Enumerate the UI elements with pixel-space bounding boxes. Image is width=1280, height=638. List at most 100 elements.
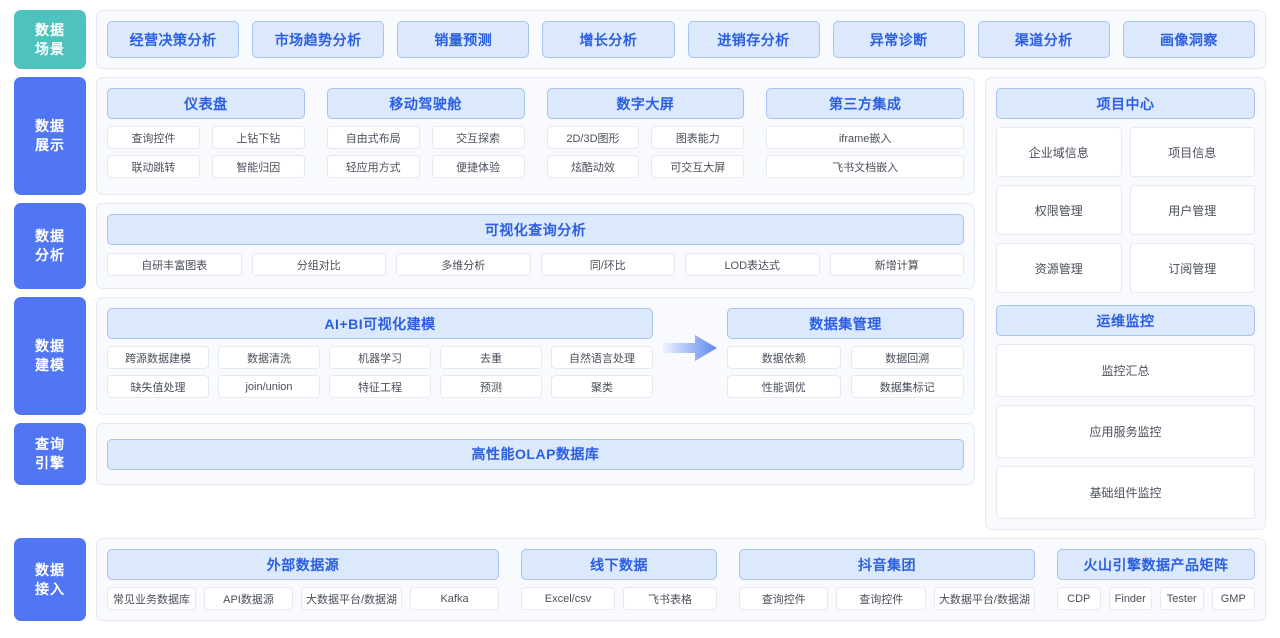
group-dashboard: 仪表盘 查询控件 上钻下钻 联动跳转 智能归因 <box>107 88 305 178</box>
feature-chip[interactable]: 炫酷动效 <box>546 155 640 178</box>
group-title-volcano-matrix[interactable]: 火山引擎数据产品矩阵 <box>1057 549 1255 580</box>
analysis-title[interactable]: 可视化查询分析 <box>107 214 964 245</box>
scenario-pill[interactable]: 销量预测 <box>397 21 530 58</box>
scenario-pill[interactable]: 画像洞察 <box>1122 21 1255 58</box>
source-chip[interactable]: Excel/csv <box>521 587 615 610</box>
group-volcano-matrix: 火山引擎数据产品矩阵 CDP Finder Tester GMP <box>1057 549 1255 610</box>
modeling-left-title[interactable]: AI+BI可视化建模 <box>107 308 653 339</box>
feature-chip[interactable]: 2D/3D图形 <box>546 126 640 149</box>
feature-chip[interactable]: 自然语言处理 <box>551 346 653 369</box>
group-title-external-source[interactable]: 外部数据源 <box>107 549 499 580</box>
feature-chip[interactable]: 数据集标记 <box>850 375 964 398</box>
feature-chip[interactable]: 分组对比 <box>251 253 386 276</box>
feature-chip[interactable]: 特征工程 <box>329 375 431 398</box>
scenario-pill-list: 经营决策分析 市场趋势分析 销量预测 增长分析 进销存分析 异常诊断 渠道分析 … <box>107 21 1255 58</box>
source-chip[interactable]: 查询控件 <box>836 587 926 610</box>
source-chip[interactable]: 大数据平台/数据湖 <box>933 587 1035 610</box>
engine-title[interactable]: 高性能OLAP数据库 <box>107 438 964 470</box>
group-title-dashboard[interactable]: 仪表盘 <box>107 88 305 119</box>
management-chip[interactable]: 监控汇总 <box>996 344 1255 397</box>
feature-chip[interactable]: 聚类 <box>551 375 653 398</box>
feature-chip[interactable]: join/union <box>218 375 320 398</box>
management-chip[interactable]: 项目信息 <box>1129 127 1255 177</box>
source-chip[interactable]: Tester <box>1160 587 1204 610</box>
group-items-dashboard: 查询控件 上钻下钻 联动跳转 智能归因 <box>107 126 305 178</box>
flow-arrow-cell <box>653 308 727 388</box>
modeling-right-title[interactable]: 数据集管理 <box>727 308 964 339</box>
source-chip[interactable]: API数据源 <box>203 587 293 610</box>
feature-chip[interactable]: 自研丰富图表 <box>107 253 242 276</box>
group-items-offline-data: Excel/csv 飞书表格 <box>521 587 717 610</box>
scenario-pill[interactable]: 异常诊断 <box>832 21 965 58</box>
panel-modeling: AI+BI可视化建模 跨源数据建模 数据清洗 机器学习 去重 自然语言处理 缺失… <box>96 297 975 415</box>
feature-chip[interactable]: 新增计算 <box>829 253 964 276</box>
panel-management: 项目中心 企业域信息 项目信息 权限管理 用户管理 资源管理 订阅管理 运维监控… <box>985 77 1266 530</box>
scenario-pill[interactable]: 市场趋势分析 <box>252 21 385 58</box>
stage-label-analysis-line1: 数据 <box>35 228 65 245</box>
stage-label-engine-line2: 引擎 <box>35 455 65 471</box>
feature-chip[interactable]: 缺失值处理 <box>107 375 209 398</box>
feature-chip[interactable]: 轻应用方式 <box>326 155 420 178</box>
feature-chip[interactable]: 数据清洗 <box>218 346 320 369</box>
group-title-offline-data[interactable]: 线下数据 <box>521 549 717 580</box>
management-chip[interactable]: 资源管理 <box>996 243 1122 293</box>
feature-chip[interactable]: 机器学习 <box>329 346 431 369</box>
source-chip[interactable]: GMP <box>1211 587 1255 610</box>
feature-chip[interactable]: 图表能力 <box>651 126 745 149</box>
stage-label-scenario-line1: 数据 <box>35 21 65 38</box>
project-center-title[interactable]: 项目中心 <box>996 88 1255 119</box>
management-chip[interactable]: 订阅管理 <box>1129 243 1255 293</box>
source-chip[interactable]: CDP <box>1057 587 1101 610</box>
feature-chip[interactable]: 多维分析 <box>396 253 531 276</box>
management-chip[interactable]: 应用服务监控 <box>996 405 1255 458</box>
presentation-groups: 仪表盘 查询控件 上钻下钻 联动跳转 智能归因 移动驾驶舱 自由式布 <box>107 88 964 178</box>
source-chip[interactable]: 常见业务数据库 <box>107 587 196 610</box>
source-chip[interactable]: 大数据平台/数据湖 <box>300 587 403 610</box>
source-chip[interactable]: Finder <box>1108 587 1152 610</box>
group-items-big-screen: 2D/3D图形 图表能力 炫酷动效 可交互大屏 <box>546 126 745 178</box>
feature-chip[interactable]: 智能归因 <box>211 155 305 178</box>
row-data-modeling: 数据 建模 AI+BI可视化建模 跨源数据建模 数据清洗 机器学习 去重 自 <box>14 297 975 415</box>
source-chip[interactable]: Kafka <box>410 587 500 610</box>
management-chip[interactable]: 企业域信息 <box>996 127 1122 177</box>
modeling-right-items: 数据依赖 数据回溯 性能调优 数据集标记 <box>727 346 964 398</box>
feature-chip[interactable]: iframe嵌入 <box>766 126 964 149</box>
scenario-pill[interactable]: 增长分析 <box>542 21 675 58</box>
source-chip[interactable]: 飞书表格 <box>623 587 717 610</box>
feature-chip[interactable]: 去重 <box>440 346 542 369</box>
group-title-big-screen[interactable]: 数字大屏 <box>546 88 745 119</box>
group-title-mobile-cockpit[interactable]: 移动驾驶舱 <box>326 88 525 119</box>
group-items-third-party: iframe嵌入 飞书文档嵌入 <box>766 126 964 178</box>
group-mobile-cockpit: 移动驾驶舱 自由式布局 交互探索 轻应用方式 便捷体验 <box>326 88 525 178</box>
feature-chip[interactable]: 性能调优 <box>727 375 841 398</box>
feature-chip[interactable]: 查询控件 <box>107 126 200 149</box>
group-items-douyin-group: 查询控件 查询控件 大数据平台/数据湖 <box>739 587 1035 610</box>
group-title-third-party[interactable]: 第三方集成 <box>766 88 964 119</box>
scenario-pill[interactable]: 渠道分析 <box>977 21 1110 58</box>
panel-engine: 高性能OLAP数据库 <box>96 423 975 485</box>
feature-chip[interactable]: 交互探索 <box>431 126 525 149</box>
source-chip[interactable]: 查询控件 <box>739 587 829 610</box>
management-chip[interactable]: 权限管理 <box>996 185 1122 235</box>
feature-chip[interactable]: 数据回溯 <box>850 346 964 369</box>
feature-chip[interactable]: 自由式布局 <box>326 126 420 149</box>
feature-chip[interactable]: 跨源数据建模 <box>107 346 209 369</box>
feature-chip[interactable]: 数据依赖 <box>727 346 841 369</box>
project-center-items: 企业域信息 项目信息 权限管理 用户管理 资源管理 订阅管理 <box>996 127 1255 293</box>
management-chip[interactable]: 用户管理 <box>1129 185 1255 235</box>
feature-chip[interactable]: 飞书文档嵌入 <box>766 155 964 178</box>
ingestion-groups: 外部数据源 常见业务数据库 API数据源 大数据平台/数据湖 Kafka 线下数… <box>107 549 1255 610</box>
feature-chip[interactable]: 便捷体验 <box>431 155 525 178</box>
feature-chip[interactable]: 同/环比 <box>540 253 675 276</box>
feature-chip[interactable]: 联动跳转 <box>107 155 200 178</box>
ops-monitor-title[interactable]: 运维监控 <box>996 305 1255 336</box>
scenario-pill[interactable]: 经营决策分析 <box>107 21 240 58</box>
analysis-items: 自研丰富图表 分组对比 多维分析 同/环比 LOD表达式 新增计算 <box>107 253 964 276</box>
feature-chip[interactable]: 上钻下钻 <box>211 126 305 149</box>
feature-chip[interactable]: 可交互大屏 <box>651 155 745 178</box>
feature-chip[interactable]: LOD表达式 <box>685 253 820 276</box>
management-chip[interactable]: 基础组件监控 <box>996 466 1255 519</box>
group-title-douyin-group[interactable]: 抖音集团 <box>739 549 1035 580</box>
feature-chip[interactable]: 预测 <box>440 375 542 398</box>
scenario-pill[interactable]: 进销存分析 <box>687 21 820 58</box>
